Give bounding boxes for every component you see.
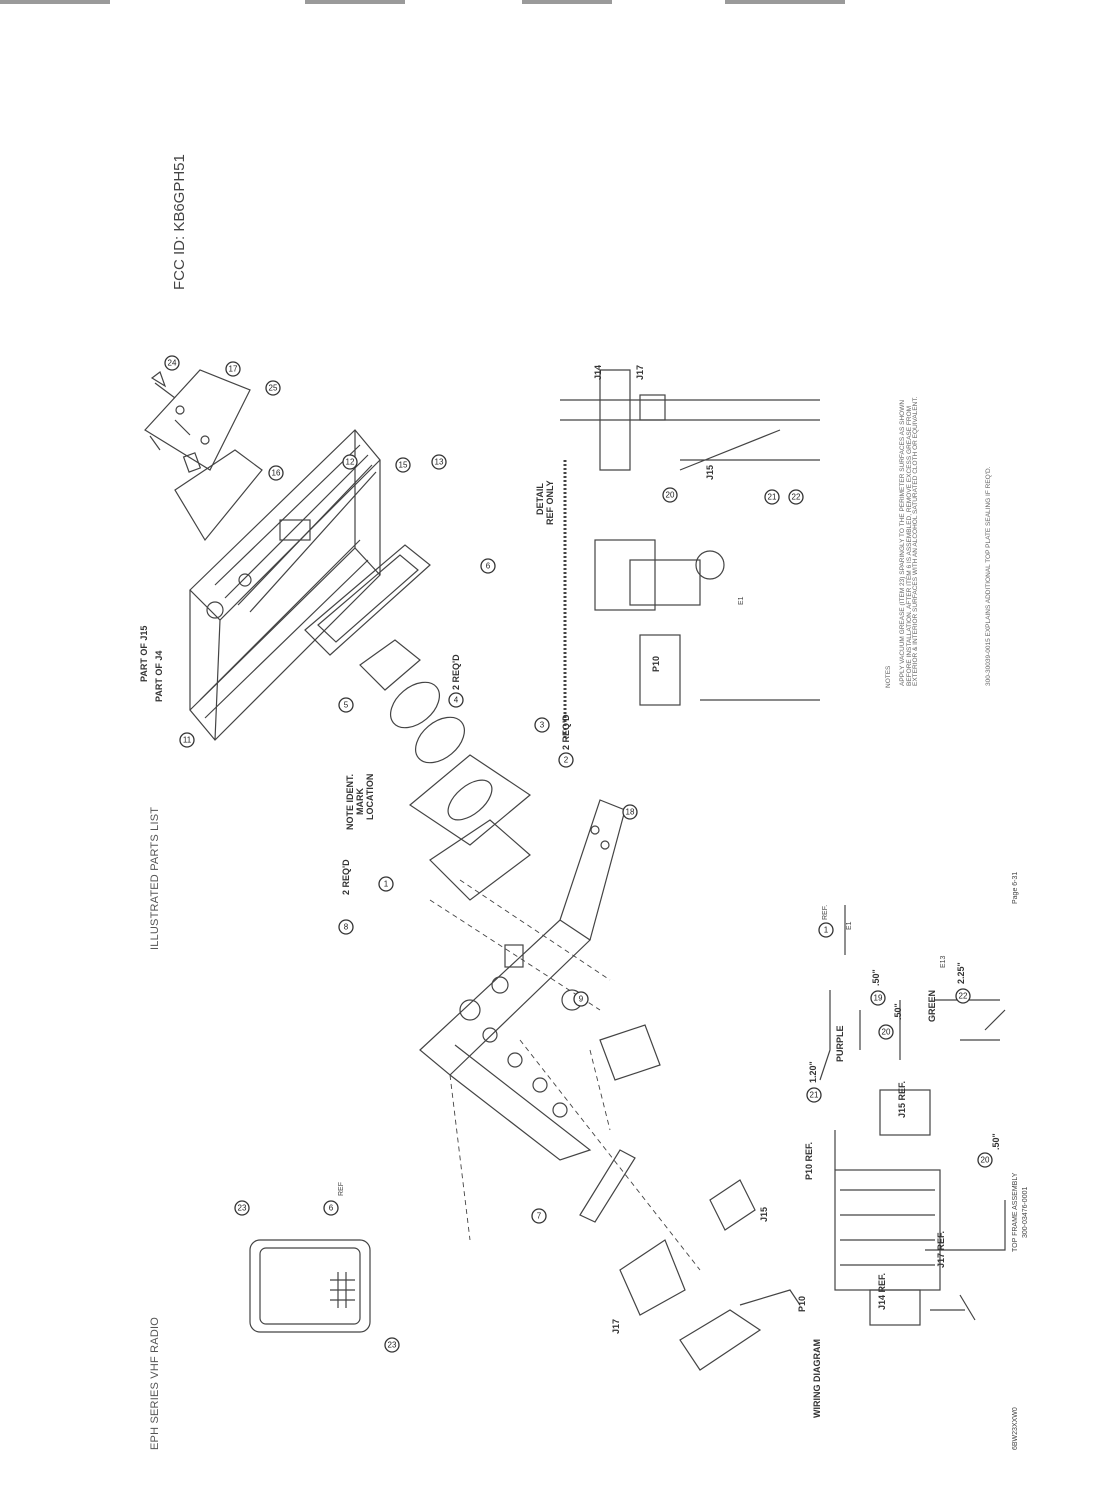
callout-20b-wire: 20	[981, 1156, 990, 1165]
callout-23: 23	[238, 1204, 247, 1213]
callout-21-detail: 21	[768, 493, 777, 502]
callout-3: 3	[540, 721, 545, 730]
label-j14-ref: J14 REF.	[877, 1272, 887, 1310]
callout-9: 9	[579, 995, 584, 1004]
label-part-of-j15: PART OF J15	[139, 625, 149, 682]
callout-20-wire: 20	[882, 1028, 891, 1037]
callout-18: 18	[626, 808, 635, 817]
callout-7: 7	[537, 1212, 542, 1221]
callout-5: 5	[344, 701, 349, 710]
cover-gasket-ref	[249, 1239, 371, 1333]
page-number: Page 6-31	[1012, 871, 1019, 904]
seal-4a	[390, 681, 440, 729]
label-wiring-diagram: WIRING DIAGRAM	[812, 1339, 822, 1418]
assembly-title: TOP FRAME ASSEMBLY	[1012, 1172, 1019, 1252]
callout-6: 6	[486, 562, 491, 571]
label-p10-ref: P10 REF.	[804, 1141, 814, 1180]
shield-6	[304, 544, 431, 656]
label-note-ident-3: LOCATION	[365, 773, 375, 820]
label-green: GREEN	[927, 989, 937, 1022]
label-qty-2: 2 REQ'D	[561, 714, 571, 750]
label-len-19: .50"	[871, 969, 881, 986]
callout-15: 15	[399, 461, 408, 470]
label-ref: REF	[338, 1182, 345, 1196]
window-3	[408, 754, 532, 846]
label-len-20a: .50"	[893, 1003, 903, 1020]
label-j15-detail: J15	[705, 464, 715, 480]
callout-23b: 23	[388, 1341, 397, 1350]
wiring-diagram	[819, 905, 1006, 1326]
callout-17: 17	[229, 365, 238, 374]
callout-12: 12	[346, 458, 355, 467]
connector-j15	[709, 1179, 756, 1231]
callout-4: 4	[454, 696, 459, 705]
label-qty-8: 2 REQ'D	[341, 859, 351, 895]
label-len-21: 1.20"	[808, 1061, 818, 1083]
label-ref-1: REF.	[822, 904, 829, 920]
label-5	[359, 639, 421, 691]
label-j15-ref: J15 REF.	[897, 1080, 907, 1118]
connector-j17	[619, 1239, 686, 1316]
connector-j4	[599, 1024, 661, 1081]
label-note-ident-2: MARK	[355, 788, 365, 815]
fcc-id: FCC ID: KB6GPH51	[171, 154, 188, 290]
screw-24	[150, 371, 176, 399]
board-1	[429, 819, 531, 901]
label-detail: DETAIL	[535, 483, 545, 515]
label-p10-detail: P10	[651, 655, 661, 672]
assembly-number: 300-03476-0001	[1022, 1186, 1029, 1238]
note-2: 300-30039-0015 EXPLAINS ADDITIONAL TOP P…	[985, 466, 992, 686]
callout-19-wire: 19	[874, 994, 883, 1003]
callout-20-detail: 20	[666, 491, 675, 500]
label-e1-detail: E1	[738, 596, 745, 605]
callout-bubbles	[164, 355, 993, 1353]
doc-code: 6BW23XXW0	[1012, 1407, 1019, 1450]
label-j17-detail: J17	[635, 364, 645, 380]
label-j17: J17	[611, 1318, 621, 1334]
chassis-plate-18	[419, 799, 626, 1161]
callout-1-wire: 1	[824, 926, 829, 935]
frame-body-11	[189, 429, 381, 741]
label-j17-ref: J17 REF.	[936, 1230, 946, 1268]
label-len-20b: .50"	[991, 1133, 1001, 1150]
series-title: EPH SERIES VHF RADIO	[149, 1317, 161, 1450]
gasket-plate-25	[174, 449, 263, 542]
assembly-lines	[429, 879, 701, 1271]
label-e13: E13	[940, 955, 947, 968]
label-part-of-j4: PART OF J4	[154, 650, 164, 702]
callout-6-ref: 6	[329, 1204, 334, 1213]
callout-13: 13	[435, 458, 444, 467]
seal-4b	[415, 716, 465, 764]
label-detail-ref: REF ONLY	[545, 480, 555, 525]
label-e1: E1	[846, 921, 853, 930]
notes-heading: NOTES	[885, 665, 892, 688]
bracket-7	[579, 1149, 636, 1223]
callout-22-wire: 22	[959, 992, 968, 1001]
callout-numbers: 24 17 25 16 12 15 13 6 11 5 4 3 2 1 8 18…	[168, 359, 990, 1350]
detail-view	[560, 369, 820, 740]
label-len-22: 2.25"	[956, 962, 966, 984]
callout-22-detail: 22	[792, 493, 801, 502]
label-note-ident-1: NOTE IDENT.	[345, 773, 355, 830]
label-j15: J15	[759, 1206, 769, 1222]
top-plate-17	[144, 369, 251, 473]
note-1: APPLY VACUUM GREASE (ITEM 23) SPARINGLY …	[899, 396, 919, 686]
ribbon-p10	[679, 1289, 801, 1371]
label-j14-detail: J14	[593, 364, 603, 380]
label-qty-4: 2 REQ'D	[451, 654, 461, 690]
callout-1: 1	[384, 880, 389, 889]
label-purple: PURPLE	[835, 1025, 845, 1062]
callout-24: 24	[168, 359, 177, 368]
callout-11: 11	[183, 736, 192, 745]
callout-2: 2	[564, 756, 569, 765]
callout-25: 25	[269, 384, 278, 393]
label-p10: P10	[797, 1295, 807, 1312]
callout-16: 16	[272, 469, 281, 478]
callout-21-wire: 21	[810, 1091, 819, 1100]
callout-8: 8	[344, 923, 349, 932]
section-title: ILLUSTRATED PARTS LIST	[149, 806, 161, 950]
